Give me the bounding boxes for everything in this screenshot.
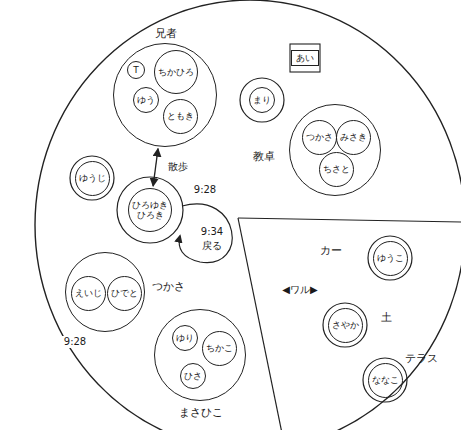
person-name: ひでと: [111, 288, 138, 298]
edge-label: 散歩: [166, 161, 190, 173]
person-circle: ひさ: [180, 363, 206, 389]
node-body: えいじ: [75, 288, 102, 298]
person-name: ひろゆき: [132, 200, 168, 210]
person-name: ななこ: [372, 375, 399, 385]
node-body: ゆう: [137, 95, 155, 105]
outer-ring: [368, 236, 412, 280]
person-circle: ちかひろ: [154, 50, 198, 94]
group-heading: 兄者: [155, 28, 177, 40]
node-body: ちさと: [323, 164, 350, 174]
node-body: ひろゆきひろき: [132, 200, 168, 221]
group-circle: つかさえいじひでと: [65, 252, 145, 332]
outer-ring: [363, 358, 407, 402]
person-name: ちさと: [323, 164, 350, 174]
person-name: つかさ: [306, 132, 333, 142]
note-label: 9:34: [199, 226, 225, 238]
name-box: あい: [291, 50, 319, 66]
group-circle: 兄者ちかひろゆうともきT: [113, 43, 217, 147]
person-circle: 土さやか: [328, 308, 363, 343]
person-circle: ひろゆきひろき: [128, 188, 172, 232]
person-name: ともき: [167, 111, 194, 121]
person-name: まり: [253, 95, 271, 105]
outer-ring: [323, 303, 367, 347]
node-body: ゆうじ: [79, 173, 106, 183]
node-body: まり: [253, 95, 271, 105]
person-name: えいじ: [75, 288, 102, 298]
person-circle: テラスななこ: [368, 363, 403, 398]
person-circle: ともき: [163, 99, 198, 134]
group-circle: まさひこゆりちかこひさ: [154, 309, 246, 401]
group-circle: 教卓つかさみさきちさと: [289, 104, 381, 196]
person-circle: つかさ: [302, 120, 337, 155]
person-name: T: [133, 65, 139, 75]
node-body: ななこ: [372, 375, 399, 385]
person-name: ちかひろ: [158, 67, 194, 77]
node-body: ともき: [167, 111, 194, 121]
person-circle: みさき: [336, 120, 371, 155]
node-body: さやか: [332, 320, 359, 330]
walk-arrow: [153, 149, 158, 187]
person-name: あい: [296, 53, 314, 63]
person-name: ゆり: [176, 333, 194, 343]
note-label: 9:28: [192, 184, 218, 196]
person-name: ひさ: [184, 371, 202, 381]
outer-square: [290, 44, 320, 72]
person-circle: ひでと: [107, 276, 142, 311]
person-circle: ちさと: [319, 152, 354, 187]
group-heading: カー: [320, 245, 342, 257]
room-outline: [35, 0, 461, 430]
person-circle: ちかこ: [202, 331, 237, 366]
person-name: ゆうこ: [377, 253, 404, 263]
node-body: ちかひろ: [158, 67, 194, 77]
group-heading: 土: [381, 312, 392, 324]
person-circle: ゆうじ: [75, 161, 110, 196]
node-body: ひでと: [111, 288, 138, 298]
group-heading: まさひこ: [179, 407, 223, 419]
node-body: あい: [296, 53, 314, 63]
person-circle: カーゆうこ: [373, 241, 408, 276]
outer-ring: [117, 177, 183, 243]
note-label: ◀ワル▶: [280, 284, 319, 296]
person-name: ゆう: [137, 95, 155, 105]
person-name: さやか: [332, 320, 359, 330]
person-circle: ゆう: [133, 87, 159, 113]
group-heading: テラス: [405, 353, 438, 365]
group-heading: 教卓: [253, 151, 275, 163]
outer-ring: [240, 78, 284, 122]
node-body: ゆうこ: [377, 253, 404, 263]
sector-line: [238, 218, 285, 430]
person-circle: まり: [249, 87, 275, 113]
outer-ring: [70, 156, 114, 200]
note-label: 9:28: [62, 336, 88, 348]
node-body: つかさ: [306, 132, 333, 142]
node-body: ひさ: [184, 371, 202, 381]
return-loop: [179, 204, 232, 263]
person-name: みさき: [340, 132, 367, 142]
person-name: ゆうじ: [79, 173, 106, 183]
person-circle: T: [127, 61, 145, 79]
node-body: みさき: [340, 132, 367, 142]
person-name: ちかこ: [206, 343, 233, 353]
sector-line: [238, 218, 461, 222]
node-body: ゆり: [176, 333, 194, 343]
node-body: ちかこ: [206, 343, 233, 353]
note-label: 戻る: [200, 240, 224, 252]
person-circle: ゆり: [172, 325, 198, 351]
person-name: ひろき: [132, 210, 168, 220]
node-body: T: [133, 65, 139, 75]
group-heading: つかさ: [152, 281, 185, 293]
person-circle: えいじ: [71, 276, 106, 311]
